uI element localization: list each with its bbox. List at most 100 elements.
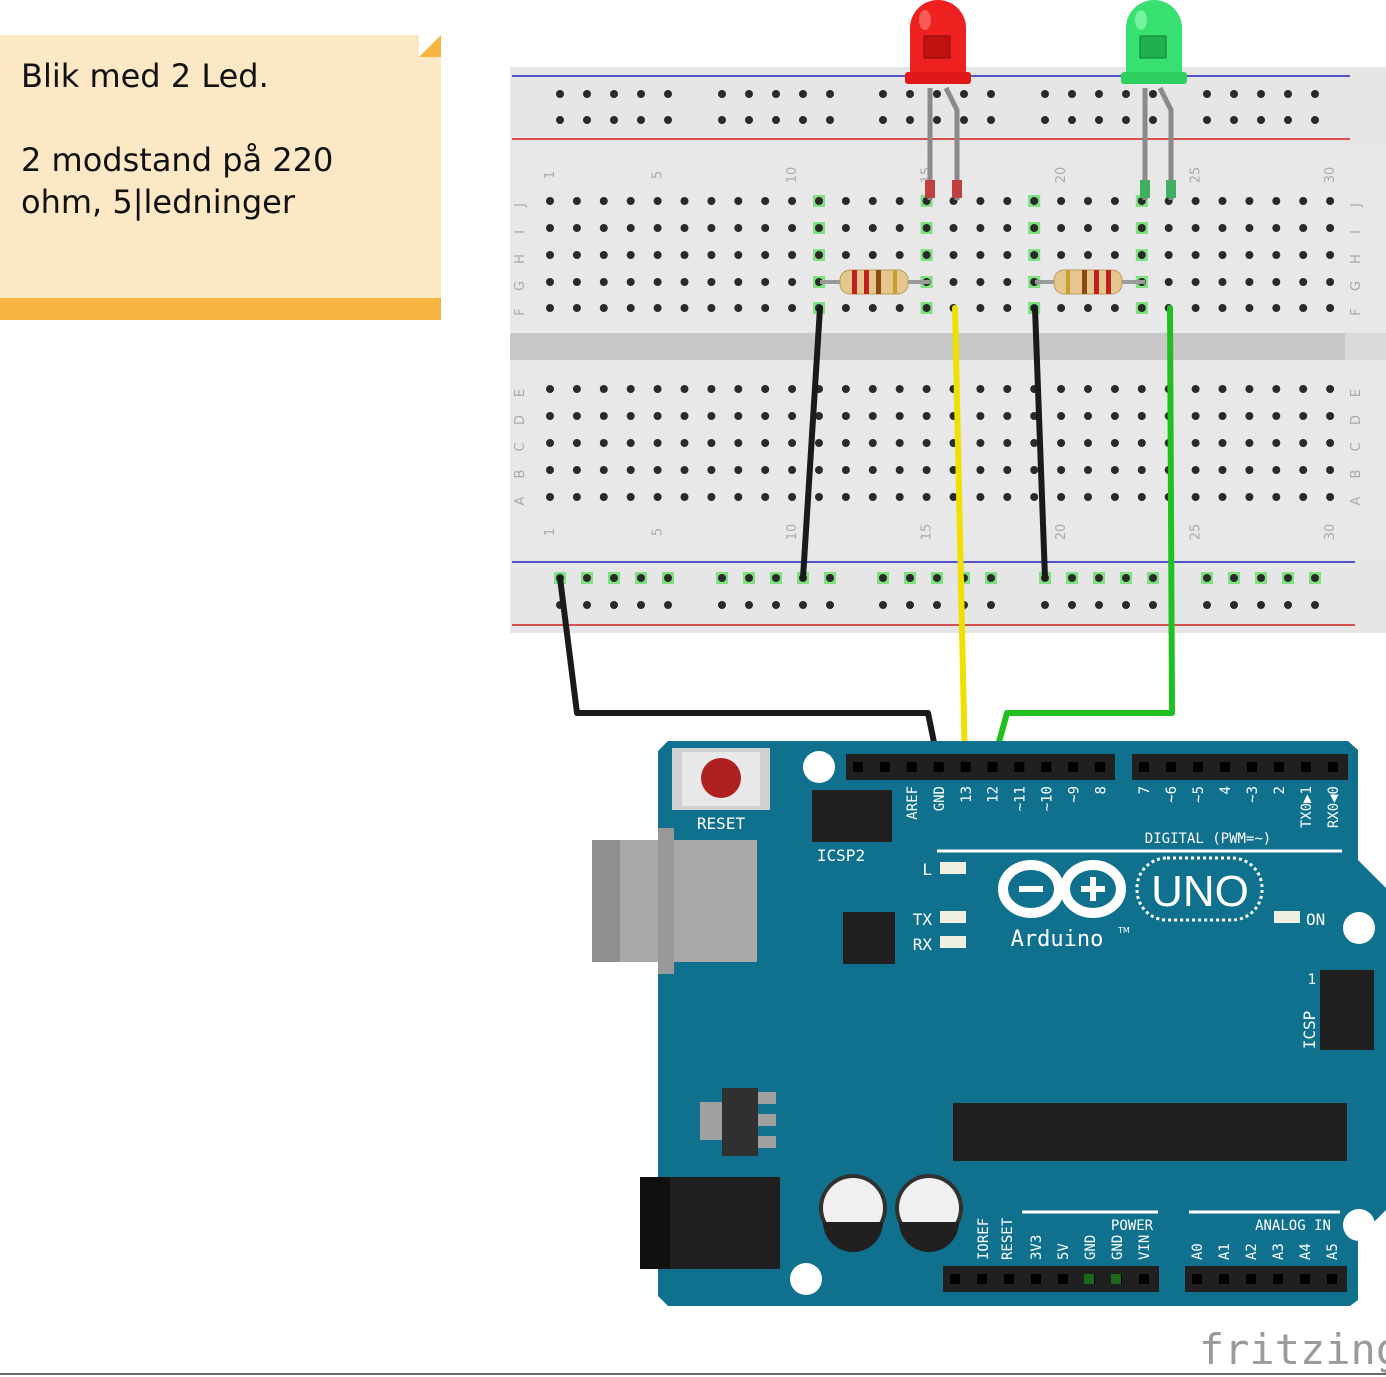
row-letter: C: [513, 442, 528, 451]
icsp-label: ICSP: [1300, 1011, 1319, 1050]
breadboard-hole: [1137, 224, 1146, 232]
mount-hole-2: [1343, 912, 1375, 944]
breadboard-hole: [626, 197, 635, 205]
breadboard-hole: [546, 493, 554, 501]
breadboard-hole: [653, 412, 662, 420]
rail-hole: [1284, 574, 1292, 582]
breadboard-hole: [680, 412, 689, 420]
breadboard-hole: [653, 224, 662, 232]
breadboard-hole: [1299, 412, 1308, 420]
row-letter: I: [1349, 230, 1364, 234]
rail-hole: [879, 90, 887, 98]
analog-header: [1185, 1266, 1347, 1292]
breadboard-hole: [1218, 224, 1227, 232]
header-pin: [1219, 1274, 1229, 1284]
breadboard-hole: [1191, 439, 1200, 447]
breadboard-hole: [1110, 385, 1119, 393]
header-pin: [879, 762, 890, 772]
breadboard-hole: [1003, 251, 1012, 259]
breadboard-hole: [788, 412, 797, 420]
rail-hole: [664, 116, 672, 124]
breadboard-hole: [546, 304, 554, 312]
rail-hole: [1311, 601, 1319, 609]
breadboard-hole: [1299, 224, 1308, 232]
mount-hole-1: [803, 751, 835, 783]
breadboard-hole: [761, 439, 770, 447]
breadboard-hole: [868, 466, 877, 474]
breadboard-hole: [788, 439, 797, 447]
rail-hole: [772, 116, 780, 124]
rail-hole: [1095, 574, 1103, 582]
breadboard-hole: [1110, 251, 1119, 259]
breadboard-hole: [1326, 251, 1335, 259]
breadboard-hole: [895, 385, 904, 393]
analog-pin-label: A3: [1271, 1243, 1287, 1260]
breadboard-hole: [1057, 412, 1066, 420]
breadboard-hole: [1137, 493, 1146, 501]
breadboard-hole: [572, 304, 581, 312]
rail-hole: [826, 90, 834, 98]
breadboard-hole: [653, 197, 662, 205]
breadboard-hole: [761, 385, 770, 393]
digital-pin-label: ~9: [1066, 786, 1082, 803]
breadboard-hole: [1245, 251, 1254, 259]
breadboard-hole: [1003, 197, 1012, 205]
rail-hole: [1230, 116, 1238, 124]
mount-hole-3: [1343, 1209, 1375, 1241]
rail-hole: [1284, 90, 1292, 98]
breadboard-hole: [868, 385, 877, 393]
row-letter: E: [1349, 389, 1364, 397]
breadboard-hole: [734, 493, 743, 501]
breadboard-hole: [599, 251, 608, 259]
breadboard-hole: [1057, 493, 1066, 501]
power-label: POWER: [1111, 1218, 1154, 1234]
breadboard-hole: [1191, 412, 1200, 420]
breadboard-hole: [1003, 493, 1012, 501]
bottom-terminal-area: [510, 360, 1386, 553]
header-pin: [1058, 1274, 1068, 1284]
rail-hole: [1041, 601, 1049, 609]
row-letter: G: [1349, 281, 1364, 291]
row-letter: I: [513, 230, 528, 234]
reset-button[interactable]: [701, 758, 741, 798]
breadboard-hole: [788, 224, 797, 232]
breadboard-hole: [1272, 278, 1281, 286]
arduino-board: [658, 741, 1386, 1306]
gnd-pin-highlight: [1084, 1274, 1094, 1284]
breadboard-hole: [1003, 278, 1012, 286]
rail-hole: [987, 574, 995, 582]
led-on-indicator: [1274, 911, 1300, 923]
breadboard-hole: [599, 493, 608, 501]
breadboard-hole: [599, 466, 608, 474]
breadboard-hole: [626, 304, 635, 312]
breadboard-hole: [1299, 385, 1308, 393]
column-number: 1: [543, 171, 558, 179]
breadboard-hole: [734, 466, 743, 474]
sticky-note[interactable]: Blik med 2 Led. 2 modstand på 220 ohm, 5…: [0, 35, 441, 320]
breadboard-hole: [868, 412, 877, 420]
breadboard-hole: [788, 251, 797, 259]
breadboard-hole: [1137, 385, 1146, 393]
breadboard-hole: [653, 493, 662, 501]
rail-hole: [1122, 601, 1130, 609]
digital-label: DIGITAL (PWM=~): [1145, 831, 1271, 847]
breadboard-hole: [1218, 439, 1227, 447]
breadboard-hole: [1003, 304, 1012, 312]
breadboard-hole: [626, 224, 635, 232]
breadboard-hole: [1272, 224, 1281, 232]
chip-small: [843, 912, 895, 964]
power-pin-label: GND: [1083, 1235, 1099, 1260]
breadboard-hole: [1218, 493, 1227, 501]
breadboard-hole: [707, 251, 716, 259]
breadboard-hole: [895, 493, 904, 501]
column-number: 25: [1189, 524, 1204, 541]
breadboard-hole: [653, 278, 662, 286]
breadboard-hole: [653, 251, 662, 259]
breadboard-hole: [922, 412, 931, 420]
breadboard-hole: [761, 493, 770, 501]
breadboard-hole: [1084, 224, 1092, 232]
breadboard-hole: [572, 412, 581, 420]
